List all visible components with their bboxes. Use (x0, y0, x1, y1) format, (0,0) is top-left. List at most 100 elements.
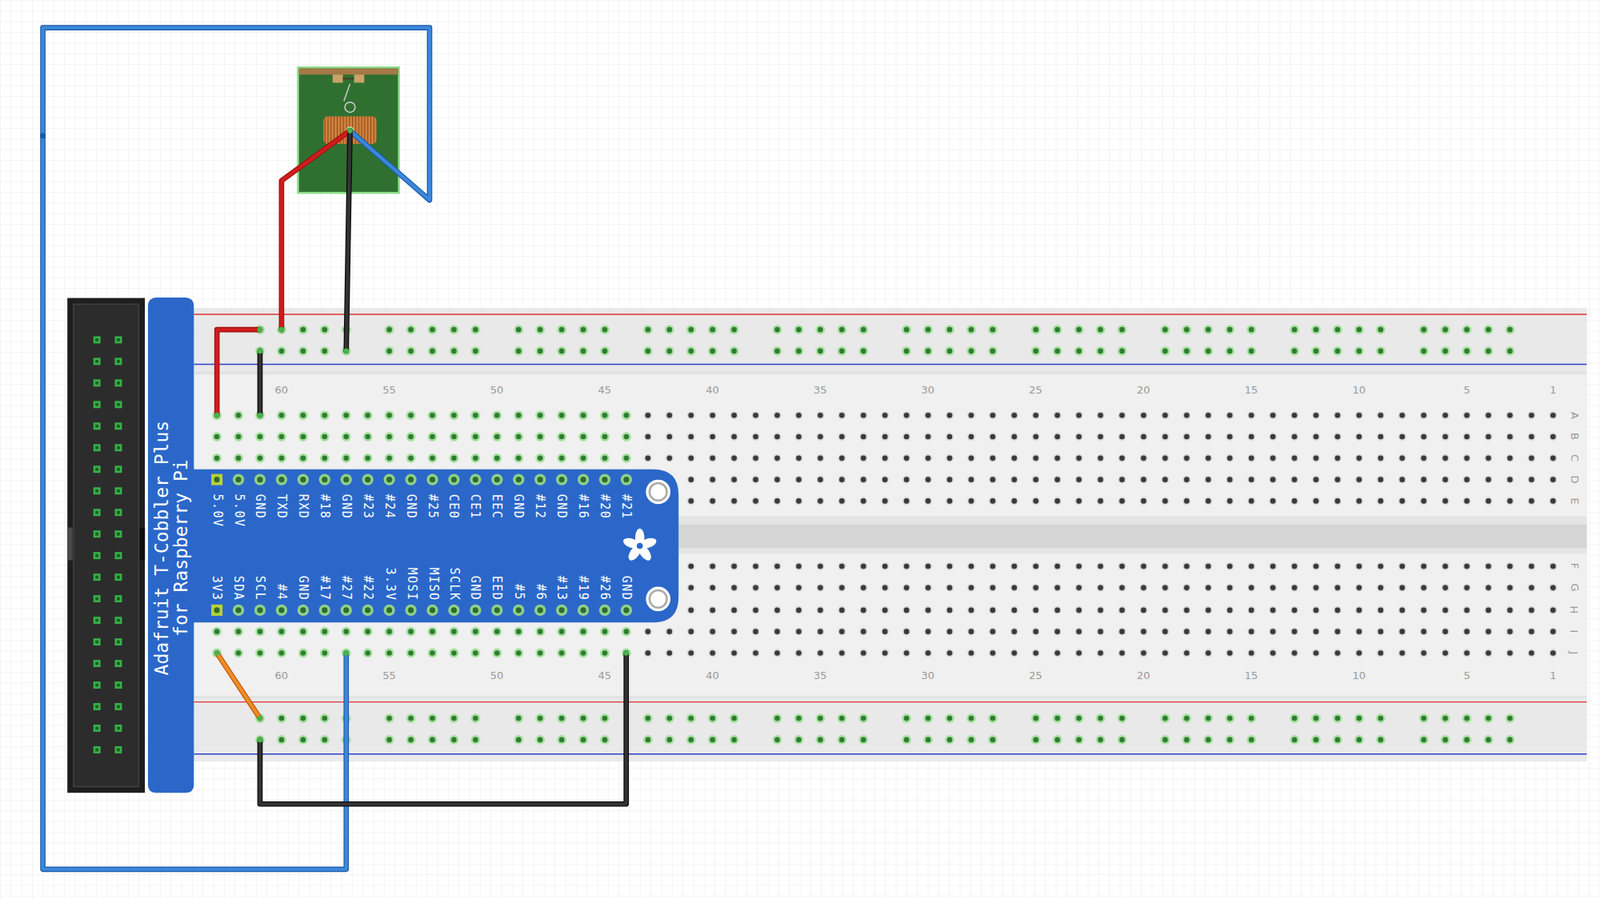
hole-halo (687, 432, 696, 441)
breadboard-hole (731, 348, 737, 355)
hole-halo (838, 454, 847, 463)
breadboard-hole (1442, 434, 1448, 440)
breadboard-hole (990, 327, 996, 333)
breadboard-hole (1248, 348, 1255, 355)
hole-halo (664, 713, 675, 724)
breadboard-hole (1485, 628, 1492, 635)
breadboard-hole (860, 716, 867, 722)
breadboard-hole (774, 412, 780, 419)
hole-halo (924, 411, 932, 420)
hole-halo (1246, 713, 1256, 724)
breadboard-hole (1184, 650, 1190, 656)
breadboard-hole (1270, 456, 1276, 462)
hole-halo (902, 411, 911, 420)
breadboard-hole (968, 498, 975, 504)
breadboard-hole (839, 348, 845, 355)
breadboard-hole (667, 412, 673, 419)
cobbler-pin (491, 604, 503, 616)
breadboard-hole (537, 434, 544, 440)
hole-halo (795, 454, 804, 463)
hole-halo (686, 324, 696, 335)
hole-halo (1225, 649, 1234, 658)
breadboard-hole (731, 737, 737, 744)
hole-halo (1182, 324, 1192, 335)
breadboard-hole (343, 434, 349, 440)
hole-halo (859, 649, 868, 658)
breadboard-hole (429, 327, 436, 333)
hole-halo (1398, 584, 1407, 592)
hole-halo (967, 649, 976, 658)
cobbler-pin-core (516, 607, 522, 613)
hole-halo (816, 497, 825, 506)
breadboard-hole (1032, 608, 1039, 614)
breadboard-hole (1032, 716, 1039, 722)
breadboard-hole (364, 608, 371, 614)
breadboard-hole (300, 737, 307, 744)
hole-halo (1140, 432, 1148, 441)
hole-halo (967, 606, 976, 615)
hole-halo (471, 432, 481, 442)
red-wire (281, 130, 351, 330)
hole-halo (794, 324, 804, 335)
wire-end (257, 737, 264, 744)
breadboard-hole (322, 327, 328, 333)
hole-halo (1075, 411, 1084, 420)
breadboard-hole (408, 348, 414, 355)
hole-halo (1118, 454, 1127, 463)
breadboard-hole (839, 608, 845, 614)
hole-halo (795, 562, 804, 571)
hole-halo (1118, 606, 1127, 615)
breadboard-hole (1032, 585, 1039, 592)
hole-halo (600, 735, 610, 745)
hole-halo (1183, 432, 1192, 441)
hole-halo (1333, 454, 1342, 463)
hole-halo (1548, 432, 1557, 441)
hole-halo (859, 584, 868, 592)
breadboard-hole (1485, 585, 1492, 592)
breadboard-hole (947, 716, 953, 722)
header-pin-core (116, 727, 120, 731)
hole-halo (1203, 346, 1213, 356)
breadboard-hole (451, 456, 457, 462)
hole-halo (772, 735, 783, 745)
hole-halo (729, 346, 740, 356)
breadboard-hole (1248, 650, 1255, 656)
breadboard-hole (1378, 434, 1384, 440)
hole-halo (578, 346, 588, 356)
breadboard-hole (990, 650, 996, 656)
header-pin (114, 703, 122, 711)
hole-halo (687, 606, 696, 615)
hole-halo (1312, 562, 1320, 571)
hole-halo (1117, 735, 1128, 745)
breadboard-hole (1054, 434, 1060, 440)
breadboard-hole (1356, 434, 1363, 440)
breadboard-hole (947, 456, 953, 462)
breadboard-hole (904, 650, 910, 656)
breadboard-hole (559, 476, 565, 483)
cobbler-pin-core (580, 607, 587, 613)
cobbler-pcb (148, 298, 679, 794)
hole-halo (944, 713, 955, 724)
breadboard-hole (990, 608, 996, 614)
hole-halo (1463, 584, 1472, 592)
breadboard-hole (1270, 564, 1276, 570)
row-letter: A (1569, 412, 1580, 420)
pin-label: 3.3V (383, 567, 396, 601)
cobbler-pin (534, 473, 546, 485)
breadboard-hole (1442, 608, 1448, 614)
breadboard-hole (1248, 564, 1255, 570)
hole-halo (1332, 346, 1343, 356)
breadboard-hole (1292, 498, 1298, 504)
hole-halo (1333, 432, 1342, 441)
hole-halo (1290, 584, 1299, 592)
hole-halo (902, 562, 911, 571)
hole-halo (945, 476, 954, 484)
header-pin (93, 530, 101, 538)
row-letter: B (1569, 432, 1580, 440)
header-pin (93, 465, 101, 473)
hole-halo (966, 713, 976, 724)
breadboard-hole (796, 412, 802, 419)
breadboard-hole (602, 608, 608, 614)
breadboard-hole (1140, 628, 1147, 635)
wire-end (343, 348, 349, 355)
